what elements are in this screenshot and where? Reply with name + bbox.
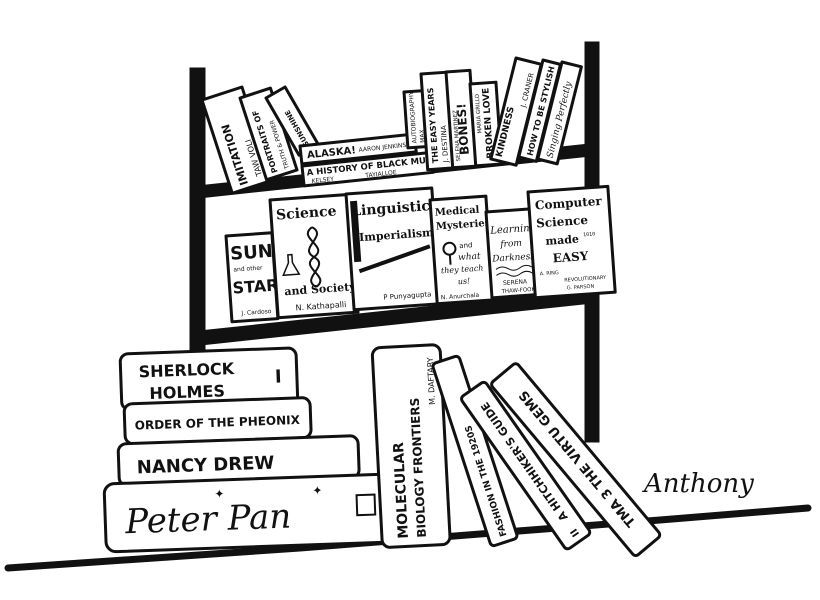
book-bones-author: SELENA MARTINEZ: [453, 110, 463, 162]
book-medical[interactable]: Medical Mysteries and what they teach us…: [428, 194, 496, 306]
book-easy-years[interactable]: THE EASY YEARS J. DESTINA: [419, 70, 456, 172]
book-medical-title5: they teach: [441, 263, 484, 275]
book-molecular-author: M. DAFTARY: [426, 357, 437, 405]
book-cs-title4: EASY: [552, 249, 589, 265]
book-science-title2: and Society: [284, 280, 357, 298]
book-cs-title3: made: [545, 233, 579, 248]
floor-line: [4, 504, 812, 572]
book-alaska-author: AARON JENKINS: [358, 142, 406, 154]
book-peter-pan[interactable]: Peter Pan ✦ ✦: [102, 472, 400, 554]
book-learning-title3: Darkness: [491, 252, 536, 265]
book-black-music-author2: TAYIALLOE: [364, 169, 397, 179]
book-peter-pan-title: Peter Pan: [124, 497, 292, 543]
book-ling-author: P Punyagupta: [383, 290, 432, 301]
book-sherlock-num: I: [275, 366, 282, 387]
book-learning-author1: SERENA: [503, 278, 528, 287]
book-phoenix-title: ORDER OF THE PHEONIX: [135, 413, 301, 433]
book-ling-title1: Linguistic: [351, 198, 431, 219]
globe-line-decoration: [358, 244, 431, 274]
dna-icon: [306, 226, 322, 288]
book-medical-title1: Medical: [435, 205, 480, 219]
book-cs-title1: Computer: [534, 194, 602, 213]
book-molecular[interactable]: MOLECULAR BIOLOGY FRONTIERS M. DAFTARY: [370, 343, 452, 549]
book-broken-love-title: BROKEN LOVE: [481, 87, 496, 159]
wave-decoration: [495, 264, 533, 277]
middle-shelf-books: SUN and other STARS J. Cardoso Science a…: [224, 184, 617, 324]
shelf-middle-board: [199, 288, 593, 346]
book-medical-title2: Mysteries: [436, 218, 492, 233]
book-learning[interactable]: Learning from Darkness SERENA THAW-FOOK: [484, 207, 542, 300]
book-cs-author2: REVOLUTIONARY: [564, 275, 607, 284]
book-science-title1: Science: [276, 203, 338, 223]
book-learning-title2: from: [499, 239, 522, 251]
book-linguistic[interactable]: Linguistic Imperialism P Punyagupta: [344, 186, 442, 312]
book-cs-author3: G. PARSON: [567, 284, 595, 292]
book-learning-title1: Learning: [489, 223, 536, 237]
star-icon: ✦: [214, 487, 225, 501]
book-molecular-title1: MOLECULAR: [391, 442, 412, 539]
book-medical-title4: what: [458, 252, 482, 264]
star-icon-2: ✦: [312, 483, 323, 497]
floor-book-stack: SHERLOCK HOLMES I ORDER OF THE PHEONIX N…: [102, 346, 400, 554]
book-computer-science[interactable]: Computer Science made EASY 1010 A. RING …: [526, 184, 617, 300]
book-sherlock-title2: HOLMES: [149, 381, 225, 403]
book-black-music[interactable]: A HISTORY OF BLACK MUSIC KELSEY TAYIALLO…: [300, 150, 443, 188]
magnifier-icon: [442, 241, 457, 256]
book-science-society[interactable]: Science and Society N. Kathapalli: [268, 192, 360, 320]
book-cs-title2: Science: [536, 213, 589, 231]
book-autobiography-author: MAX: [419, 129, 427, 143]
book-easy-years-author: J. DESTINA: [440, 125, 451, 164]
artist-signature: Anthony: [642, 469, 754, 499]
book-sun-stars[interactable]: SUN and other STARS J. Cardoso: [224, 231, 292, 324]
book-black-music-author1: KELSEY: [311, 176, 334, 185]
book-sherlock[interactable]: SHERLOCK HOLMES I: [118, 346, 300, 412]
book-autobiography-title: AUTOBIOGRAPHY: [408, 91, 419, 144]
shelf-left-post: [189, 67, 206, 359]
book-cs-author1: A. RING: [540, 270, 560, 277]
leaning-books: MOLECULAR BIOLOGY FRONTIERS M. DAFTARY F…: [370, 343, 662, 557]
book-alaska-title: ALASKA!: [306, 145, 356, 161]
book-medical-title3: and: [459, 241, 473, 250]
book-medical-author: N. Anurchala: [441, 292, 480, 302]
book-phoenix[interactable]: ORDER OF THE PHEONIX: [122, 396, 313, 446]
book-sun-stars-author: J. Cardoso: [240, 308, 272, 317]
top-shelf-books: IMITATION TAW VOLI PORTRAITS OF TRUTH & …: [200, 56, 583, 195]
book-learning-author2: THAW-FOOK: [500, 287, 535, 295]
book-singing[interactable]: Singing Perfectly: [536, 60, 583, 166]
book-broken-love-author: MARIA GRILLO: [475, 93, 484, 133]
book-sun-stars-sub: and other: [233, 265, 263, 274]
book-imitation[interactable]: IMITATION TAW VOLI: [200, 85, 274, 195]
book-ling-title2: Imperialism: [359, 226, 435, 244]
book-sherlock-title1: SHERLOCK: [138, 359, 235, 381]
book-medical-title6: us!: [457, 276, 470, 286]
book-science-author: N. Kathapalli: [295, 300, 346, 313]
book-nancy-title: NANCY DREW: [136, 453, 274, 479]
flask-icon: [282, 253, 301, 277]
publisher-mark-icon: [355, 493, 377, 517]
book-kindness[interactable]: KINDNESS J. CRANER: [489, 56, 543, 167]
book-sun-stars-title1: SUN: [230, 241, 274, 265]
binary-decoration: 1010: [583, 231, 595, 238]
book-alaska[interactable]: ALASKA! AARON JENKINS: [298, 132, 418, 166]
book-bones-title: BONES!: [454, 103, 472, 156]
